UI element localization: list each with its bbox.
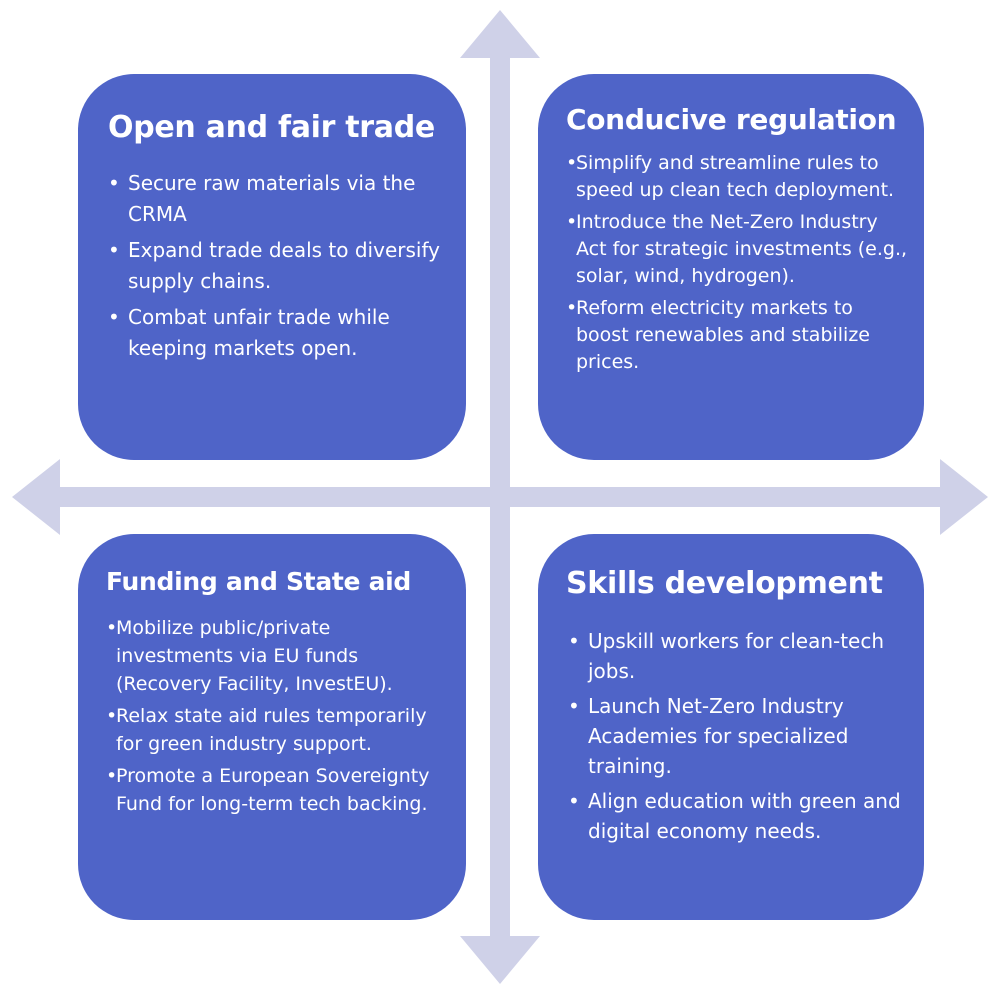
list-item: Simplify and streamline rules to speed u… (566, 150, 908, 204)
list-item: Mobilize public/private investments via … (106, 614, 452, 698)
list-item: Expand trade deals to diversify supply c… (108, 235, 446, 297)
horizontal-double-arrow (12, 459, 988, 535)
quadrant-title: Skills development (566, 566, 883, 601)
quadrant-funding-and-state-aid: Funding and State aid Mobilize public/pr… (78, 534, 466, 920)
list-item: Launch Net-Zero Industry Academies for s… (566, 691, 908, 781)
bullet-list: Upskill workers for clean-tech jobs. Lau… (566, 626, 908, 846)
bullet-list: Mobilize public/private investments via … (106, 614, 452, 818)
list-item: Align education with green and digital e… (566, 786, 908, 846)
list-item: Introduce the Net-Zero Industry Act for … (566, 209, 908, 290)
list-item: Reform electricity markets to boost rene… (566, 295, 908, 376)
list-item: Secure raw materials via the CRMA (108, 168, 446, 230)
list-item: Promote a European Sovereignty Fund for … (106, 762, 452, 818)
list-item: Upskill workers for clean-tech jobs. (566, 626, 908, 686)
list-item: Relax state aid rules temporarily for gr… (106, 702, 452, 758)
quadrant-open-and-fair-trade: Open and fair trade Secure raw materials… (78, 74, 466, 460)
bullet-list: Secure raw materials via the CRMA Expand… (108, 168, 446, 364)
quadrant-title: Open and fair trade (108, 110, 435, 145)
quadrant-title: Conducive regulation (566, 103, 897, 136)
quadrant-skills-development: Skills development Upskill workers for c… (538, 534, 924, 920)
bullet-list: Simplify and streamline rules to speed u… (566, 150, 908, 376)
quadrant-conducive-regulation: Conducive regulation Simplify and stream… (538, 74, 924, 460)
quadrant-title: Funding and State aid (106, 567, 412, 596)
list-item: Combat unfair trade while keeping market… (108, 302, 446, 364)
